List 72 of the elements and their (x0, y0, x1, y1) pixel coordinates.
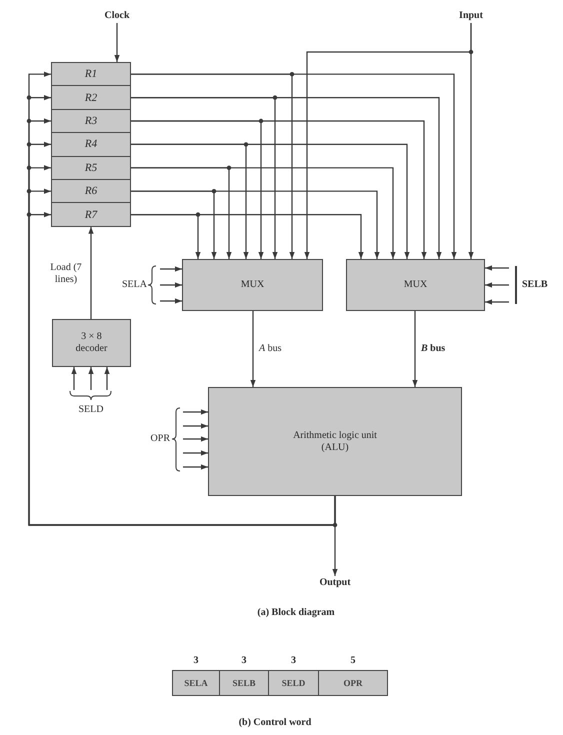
arrow (468, 23, 474, 259)
edge-label: B bus (421, 343, 446, 355)
register-name: R2 (84, 92, 98, 104)
register-name: R4 (84, 138, 98, 150)
arrow (183, 464, 208, 470)
control-field (318, 670, 388, 696)
arrow (131, 120, 427, 259)
arrow (131, 144, 410, 259)
input-label: Input (459, 9, 483, 23)
field-name: OPR (344, 677, 362, 689)
block-label: MUX (404, 279, 428, 291)
block-label: Arithmetic logic unit (ALU) (292, 430, 378, 454)
register-box (51, 108, 131, 134)
register-name: R3 (84, 114, 98, 127)
arrow (485, 265, 509, 271)
register-box (51, 156, 131, 180)
edge-label: Load (7 lines) (49, 262, 83, 286)
bit-width-label: 3 (242, 654, 246, 668)
control-field (268, 670, 319, 696)
register-name: R6 (84, 185, 98, 198)
arrow (131, 74, 457, 259)
figure-caption: (b) Control word (238, 716, 312, 730)
select-label: SELB (522, 278, 548, 292)
arrow (131, 167, 396, 259)
arrow (104, 367, 110, 390)
clock-label: Clock (104, 9, 130, 23)
multiplexer-box (346, 259, 485, 311)
arrow (88, 367, 94, 390)
select-label: SELD (78, 403, 104, 417)
arrow (131, 214, 364, 259)
control-field (219, 670, 269, 696)
decoder-box (52, 319, 131, 367)
figure-caption: (a) Block diagram (257, 606, 335, 620)
select-label: SELA (122, 278, 147, 292)
register-box (51, 62, 131, 86)
arrow (160, 266, 182, 272)
arrow (183, 450, 208, 456)
opcode-label: OPR (150, 432, 170, 446)
register-box (51, 202, 131, 227)
bit-width-label: 3 (194, 654, 198, 668)
field-name: SELA (184, 677, 208, 689)
field-name: SELB (232, 677, 256, 689)
output-label: Output (319, 576, 351, 590)
arrow (131, 97, 442, 259)
block-label: MUX (240, 279, 264, 291)
register-box (51, 132, 131, 157)
arrow (485, 299, 509, 305)
arrow (71, 367, 77, 390)
multiplexer-box (182, 259, 323, 311)
alu-box (208, 387, 462, 496)
bit-width-label: 3 (291, 654, 296, 668)
arrow (183, 409, 208, 415)
arrow (183, 436, 208, 442)
arrow (412, 311, 418, 387)
edge-label: A bus (259, 343, 282, 355)
register-name: R5 (84, 162, 98, 174)
arrow (183, 423, 208, 429)
arrow (160, 298, 182, 304)
block-label: 3 × 8 decoder (74, 331, 108, 355)
arrow (114, 23, 120, 62)
arrow (250, 311, 256, 387)
arrow (131, 190, 380, 259)
register-box (51, 179, 131, 204)
arrow (485, 282, 509, 288)
arrow (88, 226, 94, 319)
bit-width-label: 5 (350, 654, 356, 668)
register-name: R1 (84, 68, 98, 80)
register-name: R7 (84, 208, 98, 221)
control-field (172, 670, 220, 696)
field-name: SELD (282, 677, 306, 689)
register-box (51, 85, 131, 110)
arrow (160, 282, 182, 288)
